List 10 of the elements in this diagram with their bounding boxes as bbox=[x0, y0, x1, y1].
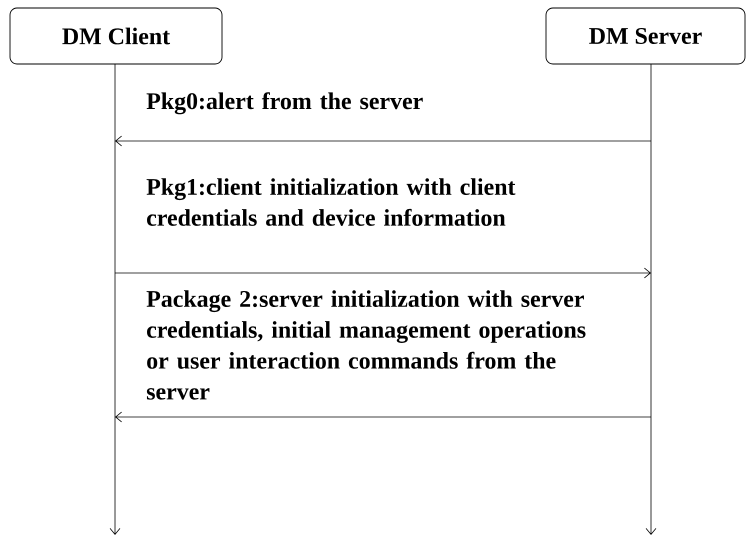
message-arrow bbox=[115, 412, 652, 422]
message-label: Pkg1:client initialization with client credentials and device information bbox=[146, 178, 516, 226]
lifeline-arrow bbox=[110, 64, 120, 535]
lifeline-arrow bbox=[646, 64, 656, 535]
message-label: Package 2:server initialization with server credentials, initial management operations or user interaction commands from the server bbox=[146, 290, 586, 400]
participant-box: DM Server bbox=[546, 8, 746, 64]
message-arrow bbox=[115, 136, 652, 146]
message-label: Pkg0:alert from the server bbox=[146, 92, 423, 114]
message-arrow bbox=[114, 268, 651, 278]
participant-box: DM Client bbox=[10, 8, 222, 64]
